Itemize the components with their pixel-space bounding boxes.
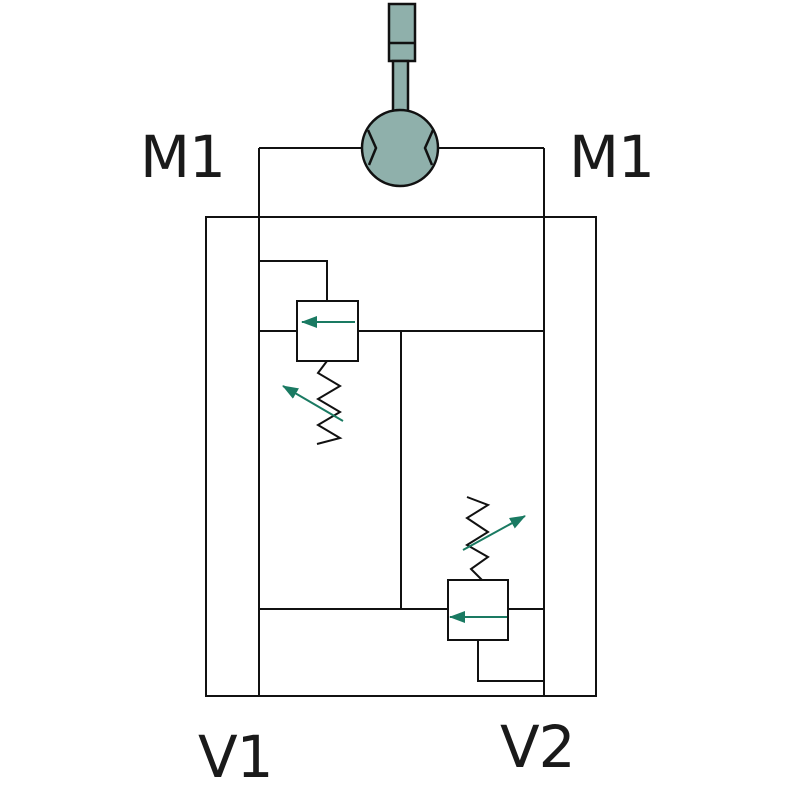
adjust-arrow-1-icon [282, 385, 344, 422]
relief-valve-2 [447, 579, 509, 641]
motor-icon [360, 2, 440, 188]
spring-1-icon [316, 360, 343, 445]
port-label-m1-right: M1 [569, 123, 655, 191]
pilot-line-1 [259, 260, 328, 301]
adjust-arrow-2-icon [462, 515, 526, 551]
pilot-line-2 [477, 640, 544, 682]
spring-2-icon [465, 496, 491, 581]
port-label-m1-left: M1 [140, 123, 226, 191]
port-label-v2: V2 [500, 713, 576, 781]
manifold-block [205, 216, 597, 697]
port-label-v1: V1 [198, 723, 274, 791]
relief-valve-1 [296, 300, 359, 362]
